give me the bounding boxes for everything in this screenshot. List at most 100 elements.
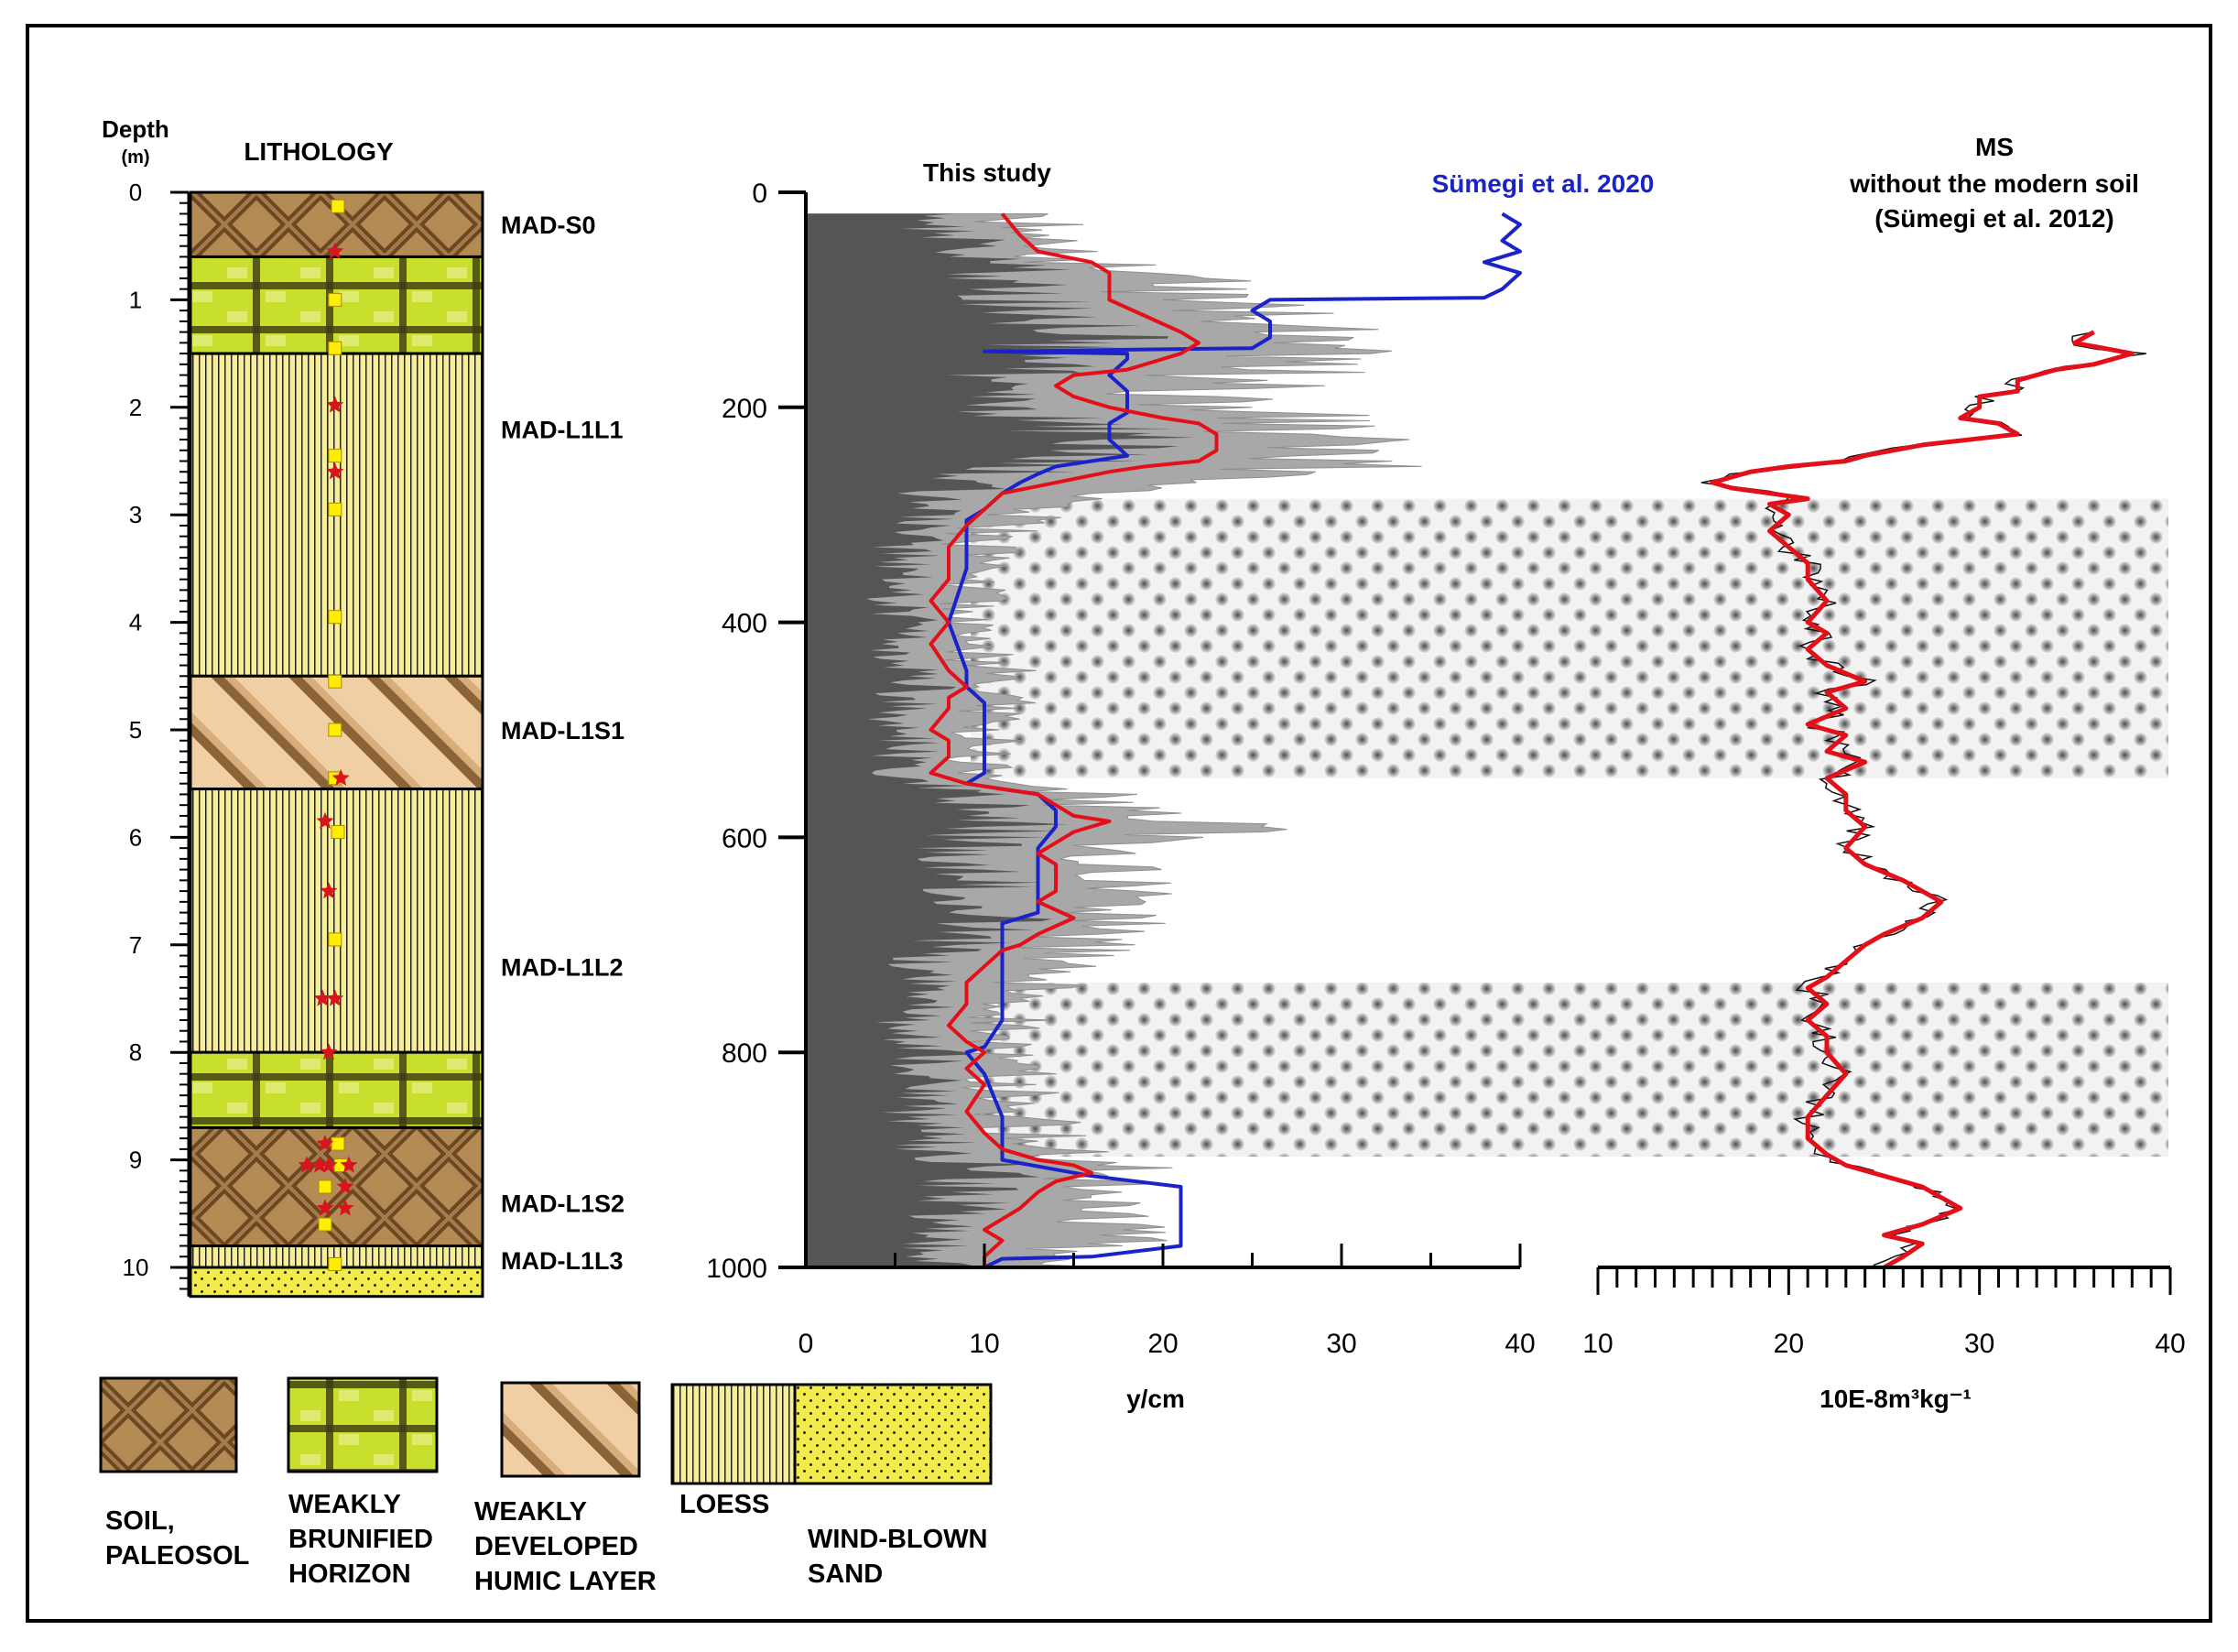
x-axis-label-right: 10E-8m³kg⁻¹ xyxy=(1820,1385,1972,1413)
legend-swatch-brunified xyxy=(287,1376,439,1473)
lithology-title: LITHOLOGY xyxy=(244,137,394,166)
sample-square-marker xyxy=(328,723,342,737)
sample-star-marker xyxy=(320,1156,338,1173)
depth-tick-label: 6 xyxy=(129,823,142,851)
sample-star-marker xyxy=(336,1178,354,1194)
ms-source: (Sümegi et al. 2012) xyxy=(1874,204,2113,233)
x-tick-label: 10 xyxy=(1582,1329,1613,1359)
sample-star-marker xyxy=(336,1199,354,1216)
y-tick-label: 400 xyxy=(722,609,767,639)
legend-label: LOESS xyxy=(679,1490,769,1519)
sample-square-marker xyxy=(328,292,342,307)
sample-star-marker xyxy=(331,768,350,786)
sample-star-marker xyxy=(320,1043,338,1060)
legend-label: HORIZON xyxy=(288,1560,411,1589)
unit-label: MAD-L1S1 xyxy=(501,717,625,744)
y-tick-label: 1000 xyxy=(706,1254,767,1284)
sumegi-2020-title: Sümegi et al. 2020 xyxy=(1432,169,1655,198)
depth-tick-label: 5 xyxy=(129,716,142,744)
legend-label: WIND-BLOWN xyxy=(808,1525,988,1554)
x-tick-label: 30 xyxy=(1964,1329,1994,1359)
series-line-sumegi-2020 xyxy=(947,212,1522,1269)
depth-axis-title: Depth xyxy=(102,115,169,143)
sample-star-marker xyxy=(340,1156,358,1173)
ms-title: MS xyxy=(1975,133,2014,161)
ms-chart: 10 20 30 40 MS without the modern soil (Süm… xyxy=(1582,133,2185,1413)
sample-star-marker xyxy=(316,1199,334,1216)
litho-unit-brunified xyxy=(189,1050,484,1129)
sample-square-marker xyxy=(328,502,342,516)
legend-swatch-sand xyxy=(793,1383,993,1485)
depth-tick-label: 9 xyxy=(129,1147,142,1174)
sample-square-marker xyxy=(328,449,342,463)
legend-swatch-loess xyxy=(670,1383,802,1485)
sample-star-marker xyxy=(326,462,344,480)
legend-swatch-soil xyxy=(99,1376,238,1473)
sample-square-marker xyxy=(331,199,345,213)
unit-label: MAD-L1S2 xyxy=(501,1190,625,1218)
depth-tick-label: 10 xyxy=(123,1254,149,1281)
sample-square-marker xyxy=(328,1256,342,1271)
x-tick-label: 40 xyxy=(2155,1329,2185,1359)
y-tick-label: 600 xyxy=(722,823,767,853)
unit-label: MAD-L1L1 xyxy=(501,416,624,443)
ms-subtitle: without the modern soil xyxy=(1849,169,2139,198)
sample-square-marker xyxy=(318,1217,332,1232)
figure-frame xyxy=(26,24,2212,1623)
depth-tick-label: 1 xyxy=(129,286,142,313)
legend-label: BRUNIFIED xyxy=(288,1525,433,1554)
x-tick-label: 20 xyxy=(1147,1329,1178,1359)
legend-label: DEVELOPED xyxy=(474,1532,638,1561)
sample-star-marker xyxy=(326,989,344,1006)
sample-square-marker xyxy=(331,825,345,840)
legend-label: PALEOSOL xyxy=(105,1541,249,1570)
legend-swatch-humic xyxy=(500,1381,641,1478)
sample-star-marker xyxy=(320,882,338,899)
sample-square-marker xyxy=(331,1136,345,1151)
x-tick-label: 0 xyxy=(799,1329,814,1359)
x-tick-label: 10 xyxy=(969,1329,999,1359)
y-tick-label: 0 xyxy=(752,179,767,209)
legend-label: SAND xyxy=(808,1560,883,1589)
legend-label: SOIL, xyxy=(105,1506,175,1536)
legend-label: WEAKLY xyxy=(288,1490,401,1519)
depth-tick-label: 7 xyxy=(129,931,142,959)
unit-label: MAD-S0 xyxy=(501,212,596,239)
shaded-band xyxy=(971,982,2168,1157)
litho-unit-sand xyxy=(189,1266,484,1299)
legend-label: WEAKLY xyxy=(474,1497,587,1527)
x-tick-label: 40 xyxy=(1505,1329,1535,1359)
sample-square-marker xyxy=(318,1179,332,1194)
y-tick-label: 200 xyxy=(722,394,767,424)
unit-label: MAD-L1L2 xyxy=(501,953,624,981)
shaded-band xyxy=(971,498,2168,778)
depth-tick-label: 4 xyxy=(129,609,142,636)
legend-label: HUMIC LAYER xyxy=(474,1567,657,1596)
y-tick-label: 800 xyxy=(722,1038,767,1069)
sample-square-marker xyxy=(328,610,342,625)
depth-tick-label: 0 xyxy=(129,179,142,206)
this-study-title: This study xyxy=(923,158,1051,187)
depth-tick-label: 2 xyxy=(129,394,142,421)
x-axis-label-left: y/cm xyxy=(1126,1385,1185,1413)
unit-label: MAD-L1L3 xyxy=(501,1247,624,1275)
sample-star-marker xyxy=(313,989,331,1006)
depth-tick-label: 8 xyxy=(129,1038,142,1066)
dark-area-fill xyxy=(806,213,1196,1268)
sample-square-marker xyxy=(328,674,342,689)
lithology-legend: SOIL, PALEOSOL WEAKLY BRUNIFIED HORIZON WEAKL… xyxy=(99,1376,993,1596)
sample-star-marker xyxy=(316,811,334,829)
sample-star-marker xyxy=(310,1156,329,1173)
depth-tick-label: 3 xyxy=(129,501,142,528)
x-tick-label: 20 xyxy=(1774,1329,1804,1359)
grey-noise-envelope xyxy=(805,212,1422,1268)
sample-star-marker xyxy=(326,242,344,259)
sample-star-marker xyxy=(326,396,344,413)
sample-square-marker xyxy=(328,341,342,355)
depth-axis-unit: (m) xyxy=(121,147,149,168)
sample-star-marker xyxy=(316,1135,334,1152)
sample-square-marker xyxy=(328,932,342,947)
series-line-this-study xyxy=(929,212,1219,1267)
x-tick-label: 30 xyxy=(1326,1329,1356,1359)
